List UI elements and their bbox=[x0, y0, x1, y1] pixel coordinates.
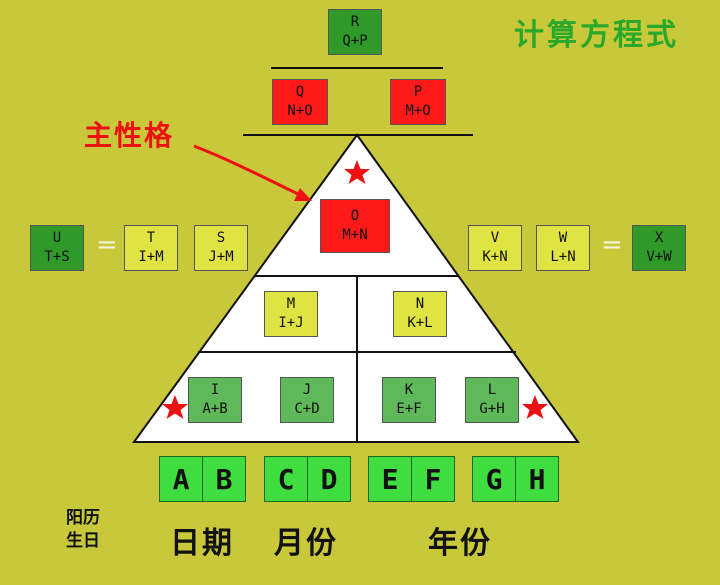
arrow-line bbox=[193, 144, 301, 197]
box-k-letter: K bbox=[404, 382, 414, 398]
box-n-letter: N bbox=[415, 296, 425, 312]
digit-box-e: E bbox=[368, 456, 412, 502]
date-label: 日期 bbox=[170, 526, 234, 561]
birthday-label-line2: 生日 bbox=[66, 531, 100, 551]
box-w-letter: W bbox=[558, 230, 568, 246]
box-q-letter: Q bbox=[295, 84, 305, 100]
box-r-formula: Q+P bbox=[342, 33, 368, 49]
digit-box-f: F bbox=[411, 456, 455, 502]
box-u-letter: U bbox=[52, 230, 62, 246]
box-i-formula: A+B bbox=[202, 401, 228, 417]
box-t-letter: T bbox=[146, 230, 156, 246]
equals-sign-right: = bbox=[601, 230, 623, 260]
box-m: M I+J bbox=[264, 291, 318, 337]
box-s-letter: S bbox=[216, 230, 226, 246]
arrow-head bbox=[294, 188, 312, 201]
main-character-label: 主性格 bbox=[84, 119, 175, 152]
box-j-formula: C+D bbox=[294, 401, 320, 417]
box-x: X V+W bbox=[632, 225, 686, 271]
box-w: W L+N bbox=[536, 225, 590, 271]
box-r-letter: R bbox=[350, 14, 360, 30]
equals-sign-left: = bbox=[96, 230, 118, 260]
digit-box-d: D bbox=[307, 456, 351, 502]
box-l: L G+H bbox=[465, 377, 519, 423]
box-v-formula: K+N bbox=[482, 249, 508, 265]
box-m-letter: M bbox=[286, 296, 296, 312]
box-v: V K+N bbox=[468, 225, 522, 271]
digit-box-a: A bbox=[159, 456, 203, 502]
box-u-formula: T+S bbox=[44, 249, 70, 265]
box-j-letter: J bbox=[302, 382, 312, 398]
star-icon bbox=[522, 395, 548, 419]
box-n: N K+L bbox=[393, 291, 447, 337]
star-icon bbox=[344, 160, 370, 184]
top-divider-2 bbox=[243, 134, 473, 136]
box-p: P M+O bbox=[390, 79, 446, 125]
digit-box-h: H bbox=[515, 456, 559, 502]
box-q-formula: N+O bbox=[287, 103, 313, 119]
box-i: I A+B bbox=[188, 377, 242, 423]
box-q: Q N+O bbox=[272, 79, 328, 125]
box-r: R Q+P bbox=[328, 9, 382, 55]
box-s: S J+M bbox=[194, 225, 248, 271]
box-x-letter: X bbox=[654, 230, 664, 246]
box-k: K E+F bbox=[382, 377, 436, 423]
box-p-formula: M+O bbox=[405, 103, 431, 119]
box-k-formula: E+F bbox=[396, 401, 422, 417]
box-x-formula: V+W bbox=[646, 249, 672, 265]
box-o-formula: M+N bbox=[342, 227, 368, 243]
box-n-formula: K+L bbox=[407, 315, 433, 331]
box-t: T I+M bbox=[124, 225, 178, 271]
diagram-title: 计算方程式 bbox=[514, 18, 679, 53]
box-t-formula: I+M bbox=[138, 249, 164, 265]
star-icon bbox=[162, 395, 188, 419]
box-j: J C+D bbox=[280, 377, 334, 423]
box-l-letter: L bbox=[487, 382, 497, 398]
birthday-label: 阳历 生日 bbox=[66, 507, 100, 553]
box-p-letter: P bbox=[413, 84, 423, 100]
digit-box-b: B bbox=[202, 456, 246, 502]
month-label: 月份 bbox=[274, 526, 338, 561]
digit-box-c: C bbox=[264, 456, 308, 502]
year-label: 年份 bbox=[428, 526, 492, 561]
box-m-formula: I+J bbox=[278, 315, 304, 331]
digit-box-g: G bbox=[472, 456, 516, 502]
box-v-letter: V bbox=[490, 230, 500, 246]
box-u: U T+S bbox=[30, 225, 84, 271]
box-o: O M+N bbox=[320, 199, 390, 253]
box-w-formula: L+N bbox=[550, 249, 576, 265]
box-i-letter: I bbox=[210, 382, 220, 398]
top-divider-1 bbox=[271, 67, 443, 69]
box-l-formula: G+H bbox=[479, 401, 505, 417]
birthday-label-line1: 阳历 bbox=[66, 508, 100, 528]
box-s-formula: J+M bbox=[208, 249, 234, 265]
box-o-letter: O bbox=[350, 208, 360, 224]
